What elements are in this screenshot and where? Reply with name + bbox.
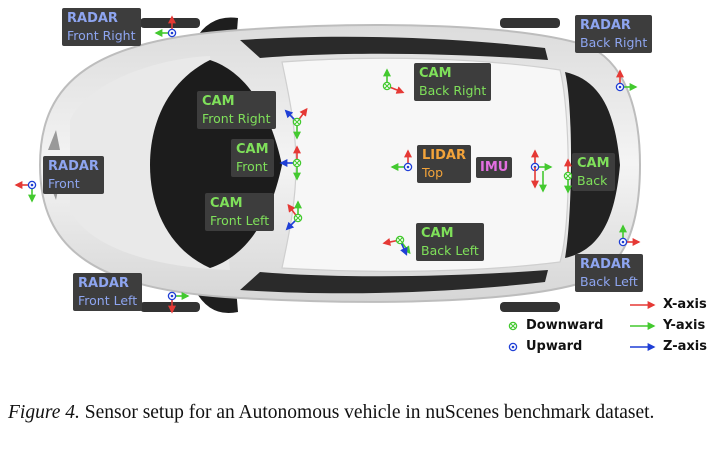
- radar-front-left-origin-dot: [170, 294, 174, 298]
- label-name: Front Right: [202, 111, 271, 126]
- cam-back-right-origin-cross: [384, 83, 390, 89]
- label-type: CAM: [419, 66, 452, 81]
- caption-figure-number: Figure 4.: [8, 402, 80, 423]
- label-name: Back Left: [421, 243, 479, 258]
- label-cam-front: CAM Front: [231, 139, 274, 177]
- lidar-top-origin-dot: [406, 165, 410, 169]
- label-imu: IMU: [476, 157, 513, 178]
- label-name: Back: [577, 173, 608, 188]
- label-type: RADAR: [67, 11, 118, 26]
- label-cam-back: CAM Back: [572, 153, 615, 191]
- radar-back-left-origin-dot: [621, 240, 625, 244]
- radar-front-origin-dot: [30, 183, 34, 187]
- radar-front-right-origin-dot: [170, 31, 174, 35]
- cam-back-origin-cross: [565, 173, 571, 179]
- label-type: RADAR: [48, 159, 99, 174]
- label-name: Front: [236, 159, 268, 174]
- label-radar-back-right: RADAR Back Right: [575, 15, 653, 53]
- label-cam-back-left: CAM Back Left: [416, 223, 484, 261]
- legend-x-axis-text: X-axis: [663, 297, 707, 312]
- label-name: Back Right: [580, 35, 648, 50]
- label-cam-front-right: CAM Front Right: [197, 91, 276, 129]
- label-type: CAM: [421, 226, 454, 241]
- label-name: Front Left: [78, 293, 138, 308]
- label-radar-front: RADAR Front: [43, 156, 104, 194]
- label-name: Front Right: [67, 28, 136, 43]
- legend-marks: [508, 301, 656, 352]
- caption-text: Sensor setup for an Autonomous vehicle i…: [79, 402, 655, 423]
- label-type: RADAR: [580, 257, 631, 272]
- cam-front-right-origin-cross: [294, 119, 300, 125]
- legend-upward-icon-dot: [511, 345, 515, 349]
- legend-downward-icon-cross: [510, 323, 516, 329]
- label-name: Front Left: [210, 213, 270, 228]
- cam-front-left-origin-cross: [295, 215, 301, 221]
- label-radar-front-right: RADAR Front Right: [62, 8, 141, 46]
- legend-downward-text: Downward: [526, 318, 604, 333]
- label-radar-back-left: RADAR Back Left: [575, 254, 643, 292]
- figure-caption: Figure 4. Sensor setup for an Autonomous…: [8, 400, 713, 426]
- cam-front-origin-cross: [294, 160, 300, 166]
- label-type: LIDAR: [422, 148, 466, 163]
- radar-back-right-origin-dot: [618, 85, 622, 89]
- cam-back-left-origin-cross: [397, 237, 403, 243]
- label-name: Back Left: [580, 274, 638, 289]
- label-type: CAM: [202, 94, 235, 109]
- label-cam-back-right: CAM Back Right: [414, 63, 492, 101]
- sensor-axes: [14, 15, 641, 314]
- car-top-view: [14, 15, 656, 352]
- label-name: Top: [422, 165, 444, 180]
- label-radar-front-left: RADAR Front Left: [73, 273, 143, 311]
- label-type: RADAR: [78, 276, 129, 291]
- legend-y-axis-text: Y-axis: [663, 318, 706, 333]
- label-type: IMU: [480, 160, 509, 175]
- legend-z-axis-text: Z-axis: [663, 339, 707, 354]
- label-name: Back Right: [419, 83, 487, 98]
- label-lidar-top: LIDAR Top: [417, 145, 471, 183]
- label-type: CAM: [210, 196, 243, 211]
- label-type: CAM: [577, 156, 610, 171]
- label-cam-front-left: CAM Front Left: [205, 193, 275, 231]
- sensor-setup-diagram: RADAR Front Right RADAR Back Right RADAR…: [14, 8, 707, 354]
- label-type: RADAR: [580, 18, 631, 33]
- label-type: CAM: [236, 142, 269, 157]
- legend-upward-text: Upward: [526, 339, 583, 354]
- label-name: Front: [48, 176, 80, 191]
